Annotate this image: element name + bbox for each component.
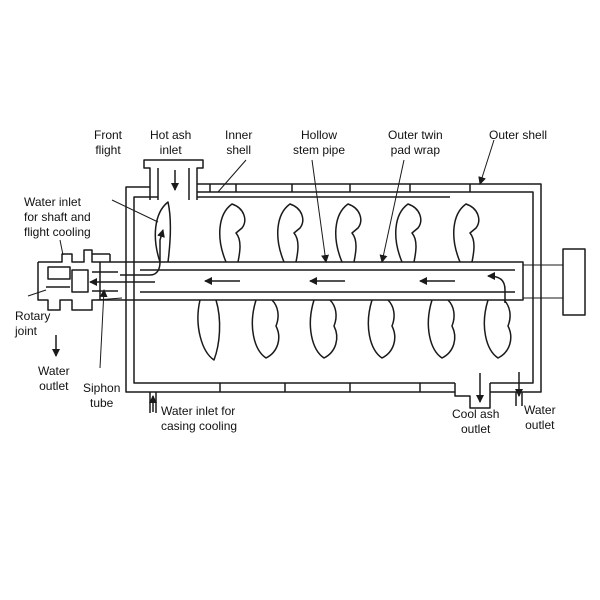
siphon-tube bbox=[120, 261, 161, 276]
inner-shell-label: Inner shell bbox=[225, 128, 253, 157]
stem-flow-arrows bbox=[89, 229, 506, 303]
siphon-tube-label: Siphon tube bbox=[83, 381, 121, 410]
outer-twin-pad-wrap-label: Outer twin pad wrap bbox=[388, 128, 443, 157]
hollow-stem-pipe-label: Hollow stem pipe bbox=[293, 128, 346, 157]
drive-coupling bbox=[523, 248, 586, 316]
hot-ash-inlet-nozzle bbox=[143, 159, 204, 200]
rotary-joint-label: Rotary joint bbox=[15, 309, 51, 338]
hot-ash-inlet-label: Hot ash inlet bbox=[150, 128, 192, 157]
water-outlet-right-label: Water outlet bbox=[524, 403, 556, 432]
water-outlet-left-label: Water outlet bbox=[38, 364, 70, 393]
cool-ash-outlet-nozzle bbox=[454, 383, 491, 409]
cool-ash-outlet-label: Cool ash outlet bbox=[452, 407, 500, 436]
leader-lines bbox=[27, 139, 495, 369]
front-flight-label: Front flight bbox=[94, 128, 123, 157]
outer-shell-label: Outer shell bbox=[489, 128, 548, 142]
lower-flights bbox=[197, 299, 512, 361]
rotary-joint-assembly bbox=[37, 249, 120, 311]
water-inlet-shaft-label: Water inlet for shaft and flight cooling bbox=[24, 195, 91, 239]
upper-flights bbox=[154, 201, 480, 263]
water-inlet-casing-label: Water inlet for casing cooling bbox=[161, 404, 238, 433]
